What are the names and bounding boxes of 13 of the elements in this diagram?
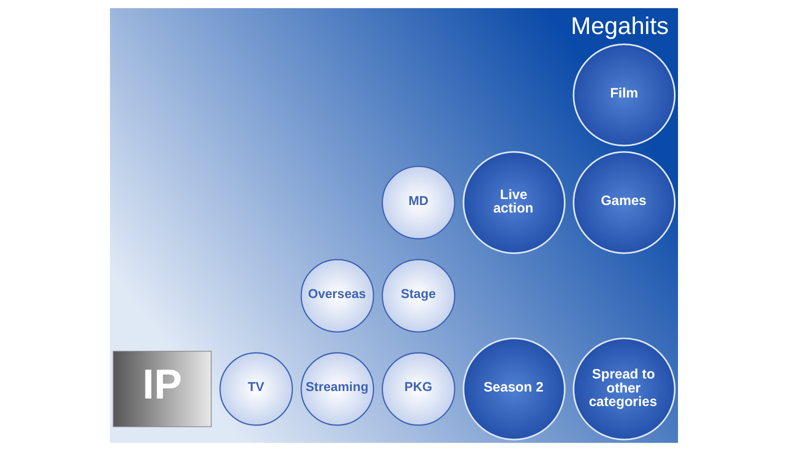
- node-circle: PKG: [382, 352, 456, 426]
- node-circle: Live action: [462, 151, 566, 254]
- node-circle: MD: [382, 166, 456, 240]
- node-circle: Film: [572, 44, 676, 146]
- node-circle: TV: [219, 352, 293, 426]
- node-circle: Games: [572, 151, 676, 254]
- node-box: IP: [112, 350, 212, 428]
- diagram-title: Megahits: [570, 12, 669, 40]
- node-circle: Overseas: [300, 259, 374, 333]
- node-circle: Streaming: [300, 352, 374, 426]
- node-circle: Stage: [382, 259, 456, 333]
- node-circle: Season 2: [462, 338, 566, 440]
- node-circle: Spread to other categories: [572, 338, 676, 440]
